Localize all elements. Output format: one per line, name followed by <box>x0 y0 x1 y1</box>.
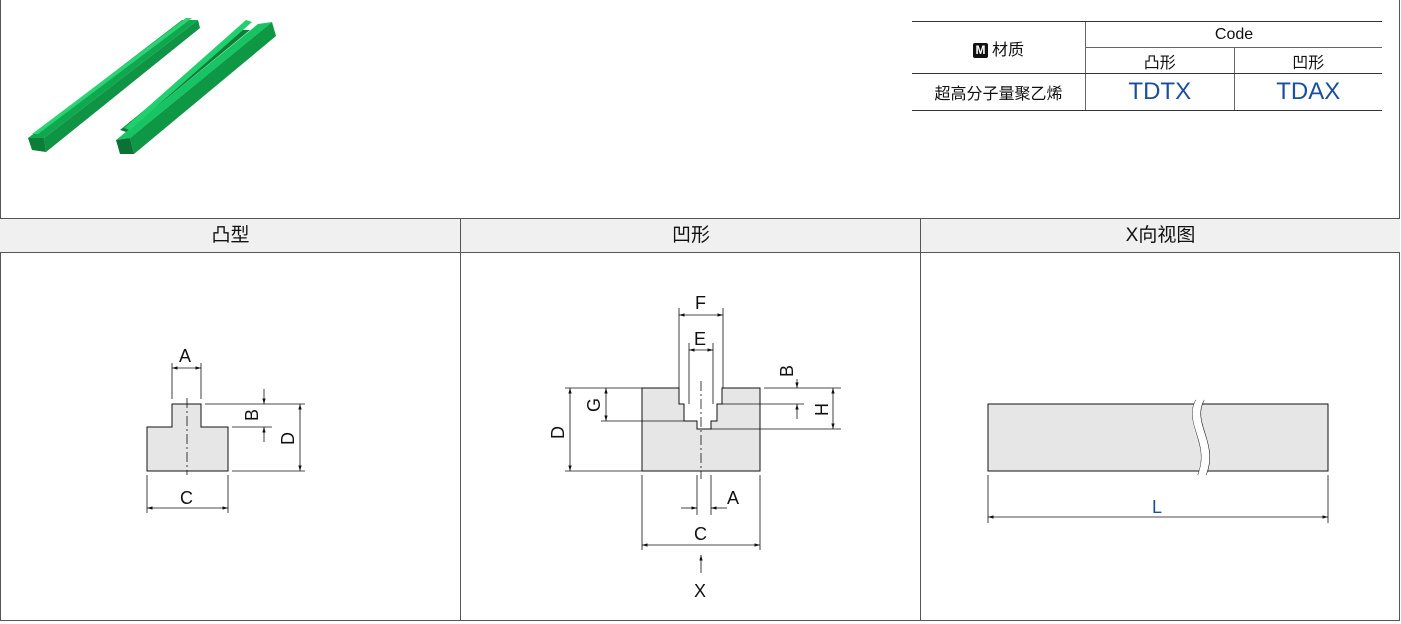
concave-dim-e: E <box>694 329 706 349</box>
convex-view-title: 凸型 <box>211 225 250 246</box>
material-badge: M <box>973 42 988 58</box>
concave-dim-a: A <box>727 488 739 508</box>
convex-dim-b: B <box>242 409 262 421</box>
rail-concave <box>116 20 276 154</box>
concave-dim-h: H <box>812 403 832 416</box>
side-profile <box>987 403 1329 472</box>
material-value: 超高分子量聚乙烯 <box>912 73 1086 111</box>
type-concave-header: 凹形 <box>1233 47 1382 74</box>
convex-dim-d: D <box>278 432 298 445</box>
code-header: Code <box>1085 21 1382 48</box>
column-divider-2 <box>920 218 921 621</box>
side-view-title: X向视图 <box>1125 225 1196 246</box>
convex-drawing: A B D C <box>146 346 305 513</box>
concave-dim-g: G <box>584 398 604 412</box>
convex-dim-c: C <box>180 488 193 508</box>
material-label: 材质 <box>992 41 1025 59</box>
type-convex-header: 凸形 <box>1085 47 1234 74</box>
side-dim-l: L <box>1152 497 1162 517</box>
code-convex: TDTX <box>1085 73 1234 111</box>
convex-profile <box>146 403 229 472</box>
column-divider-1 <box>460 218 461 621</box>
concave-view-x: X <box>694 581 706 601</box>
convex-dim-a: A <box>179 346 191 366</box>
concave-dim-b: B <box>777 365 797 377</box>
concave-profile <box>641 387 761 472</box>
view-header-row: 凸型 凹形 X向视图 <box>0 218 1400 253</box>
rail-convex <box>28 18 200 152</box>
concave-dim-d: D <box>548 426 568 439</box>
concave-dim-c: C <box>694 524 707 544</box>
concave-drawing: F E D G B H A C X <box>548 293 841 601</box>
side-drawing: L <box>987 399 1329 523</box>
concave-view-title: 凹形 <box>671 225 710 246</box>
product-photo <box>28 18 276 154</box>
code-concave: TDAX <box>1233 73 1382 111</box>
concave-dim-f: F <box>695 293 706 313</box>
